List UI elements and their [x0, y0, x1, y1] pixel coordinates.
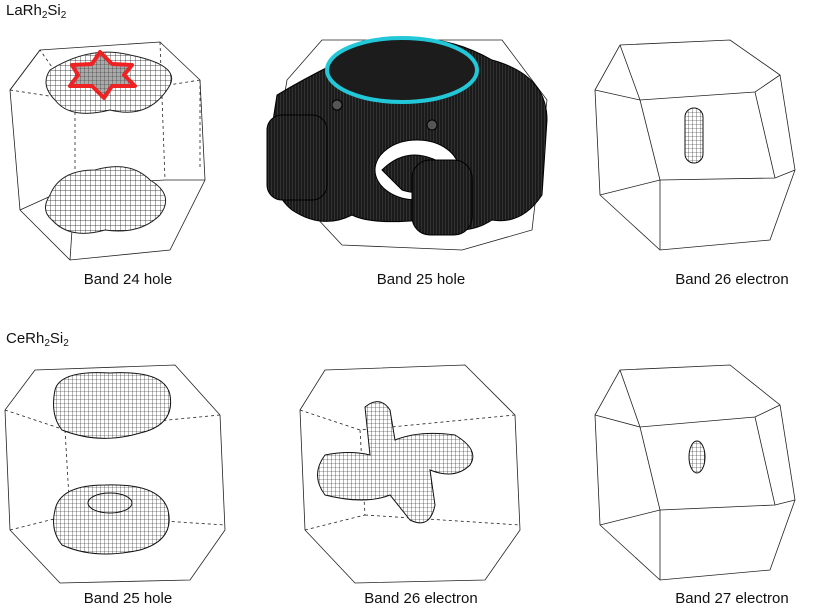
compound-subscript: 2	[63, 338, 69, 349]
panel-caption: Band 25 hole	[83, 590, 173, 607]
panel-caption: Band 26 electron	[675, 271, 789, 288]
compound-subscript: 2	[44, 338, 50, 349]
panel-caption: Band 25 hole	[376, 271, 466, 288]
row-title-cerh2si2: CeRh2Si2	[6, 330, 69, 349]
compound-subscript: 2	[60, 10, 67, 21]
brillouin-zone-figure	[594, 364, 796, 581]
panel-caption: Band 24 hole	[83, 271, 173, 288]
fermi-surface-panel-larh-band26	[580, 20, 818, 280]
compound-part: Si	[47, 2, 61, 19]
fermi-surface-panel-cerh-band25	[0, 355, 250, 615]
brillouin-zone-figure	[594, 39, 796, 251]
compound-part: CeRh	[6, 330, 45, 347]
brillouin-zone-figure	[266, 36, 548, 251]
brillouin-zone-figure	[4, 364, 226, 584]
panel-caption: Band 27 electron	[675, 590, 789, 607]
brillouin-zone-figure	[9, 41, 206, 261]
compound-part: Si	[49, 330, 64, 347]
fermi-orbit-highlight	[325, 36, 479, 104]
row-title-larh2si2: LaRh2Si2	[6, 2, 66, 21]
fermi-surface-panel-larh-band24	[0, 20, 250, 280]
fermi-surface-panel-cerh-band27	[580, 355, 818, 615]
compound-subscript: 2	[41, 10, 48, 21]
panel-caption: Band 26 electron	[364, 590, 478, 607]
fermi-surface-panel-larh-band25	[262, 20, 548, 280]
brillouin-zone-figure	[299, 364, 521, 584]
fermi-surface-panel-cerh-band26	[295, 355, 545, 615]
fermi-orbit-highlight	[68, 50, 137, 100]
compound-part: LaRh	[6, 2, 42, 19]
